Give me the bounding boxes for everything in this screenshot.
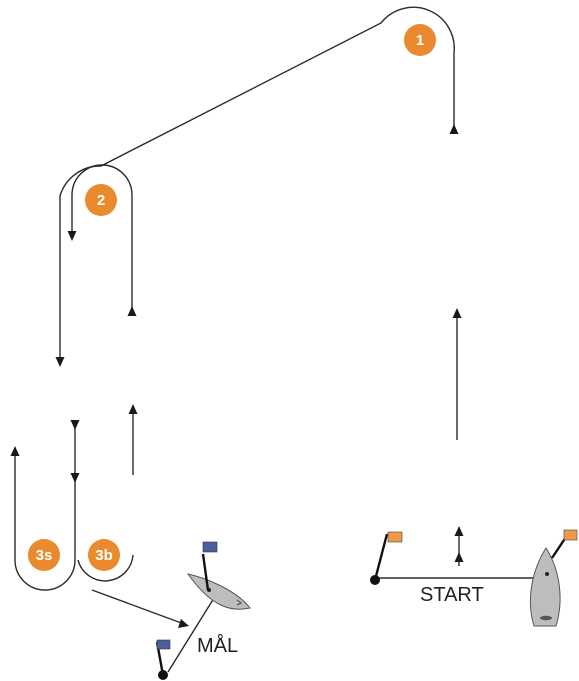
mark-2-label: 2 [97, 192, 105, 209]
gate-3s-loop [14, 422, 76, 591]
arrowhead-right [178, 619, 189, 628]
boat-icon [529, 547, 561, 627]
arrowhead-down [67, 231, 77, 241]
finish-pin-dot [158, 670, 168, 680]
start-pin-pole [373, 533, 389, 581]
arrowhead-up [452, 308, 462, 318]
arrowhead-up [454, 526, 464, 536]
finish-label: MÅL [197, 634, 238, 657]
finish-line [167, 589, 220, 673]
arrowhead-down [70, 473, 80, 483]
boat-flag-pole [551, 536, 567, 559]
leg-to-finish [91, 589, 185, 625]
mark2-rounding-loop [71, 164, 133, 312]
blue-flag-icon [156, 639, 171, 650]
arrowhead-up [449, 124, 459, 134]
arrowhead-down [70, 420, 80, 430]
orange-flag-icon [387, 531, 403, 543]
gate-3b-loop [77, 410, 134, 582]
finish-boat-flag-pole [201, 553, 210, 591]
mark-3s: 3s [28, 539, 60, 571]
start-label: START [420, 584, 484, 606]
mark-3b: 3b [88, 539, 120, 571]
arrowhead-up [454, 552, 464, 562]
arrowhead-up [127, 306, 137, 316]
mark-3b-label: 3b [95, 547, 113, 564]
arrowhead-up [10, 446, 20, 456]
leg-mark1-to-mark2 [59, 6, 455, 360]
mark-2: 2 [85, 184, 117, 216]
orange-flag-icon [563, 529, 578, 541]
arrowhead-down [55, 357, 65, 367]
mark-3s-label: 3s [36, 547, 53, 564]
arrowhead-up [128, 404, 138, 414]
blue-flag-icon [202, 541, 218, 553]
mark-1: 1 [404, 24, 436, 56]
start-pin-dot [370, 575, 380, 585]
boat-icon [186, 573, 251, 610]
mark-1-label: 1 [416, 32, 424, 49]
